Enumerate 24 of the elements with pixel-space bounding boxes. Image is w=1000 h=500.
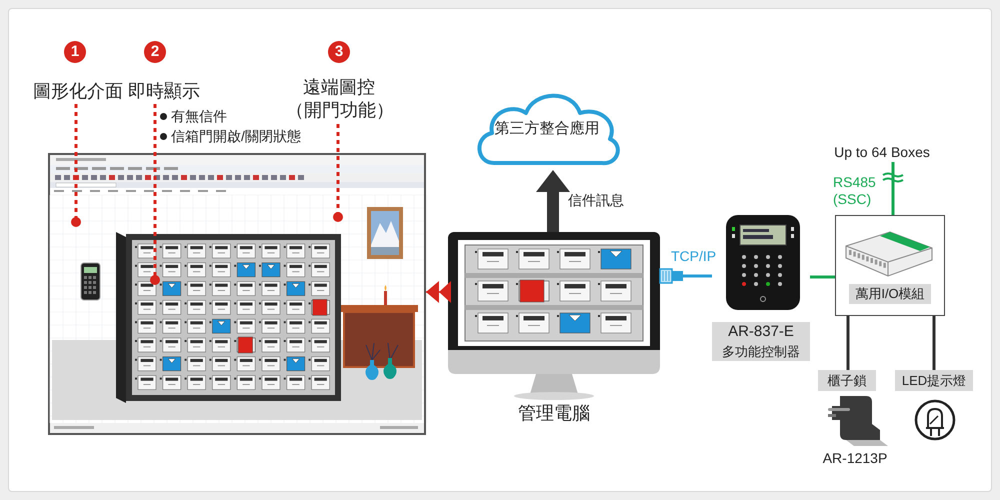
block-arrow xyxy=(536,170,570,232)
module-box xyxy=(835,215,945,316)
part-label: 櫃子鎖 xyxy=(818,370,876,391)
connector-line xyxy=(932,316,936,370)
software-screenshot xyxy=(48,153,426,435)
part-label: LED提示燈 xyxy=(895,370,973,391)
leader-line xyxy=(150,104,160,285)
capacity-note: Up to 64 Boxes xyxy=(826,142,938,162)
connector-line xyxy=(846,316,850,370)
model-number: AR-837-E xyxy=(727,323,795,341)
module-label: 萬用I/O模組 xyxy=(849,284,931,304)
leader-line xyxy=(333,124,343,222)
edge-label: 信件訊息 xyxy=(568,192,624,209)
device-caption: 管理電腦 xyxy=(517,402,591,425)
connector-line xyxy=(892,162,894,215)
network-cable xyxy=(659,268,712,284)
connector-line xyxy=(810,276,835,278)
device-name: 多功能控制器 xyxy=(721,343,801,361)
bullet-item: 有無信件 xyxy=(171,107,227,125)
model-number: AR-1213P xyxy=(822,449,888,467)
bullet-item: 信箱門開啟/關閉狀態 xyxy=(171,127,301,145)
cloud-label: 第三方整合應用 xyxy=(494,119,600,139)
feature-heading: 遠端圖控（開門功能） xyxy=(286,76,392,124)
leader-line xyxy=(71,104,81,227)
